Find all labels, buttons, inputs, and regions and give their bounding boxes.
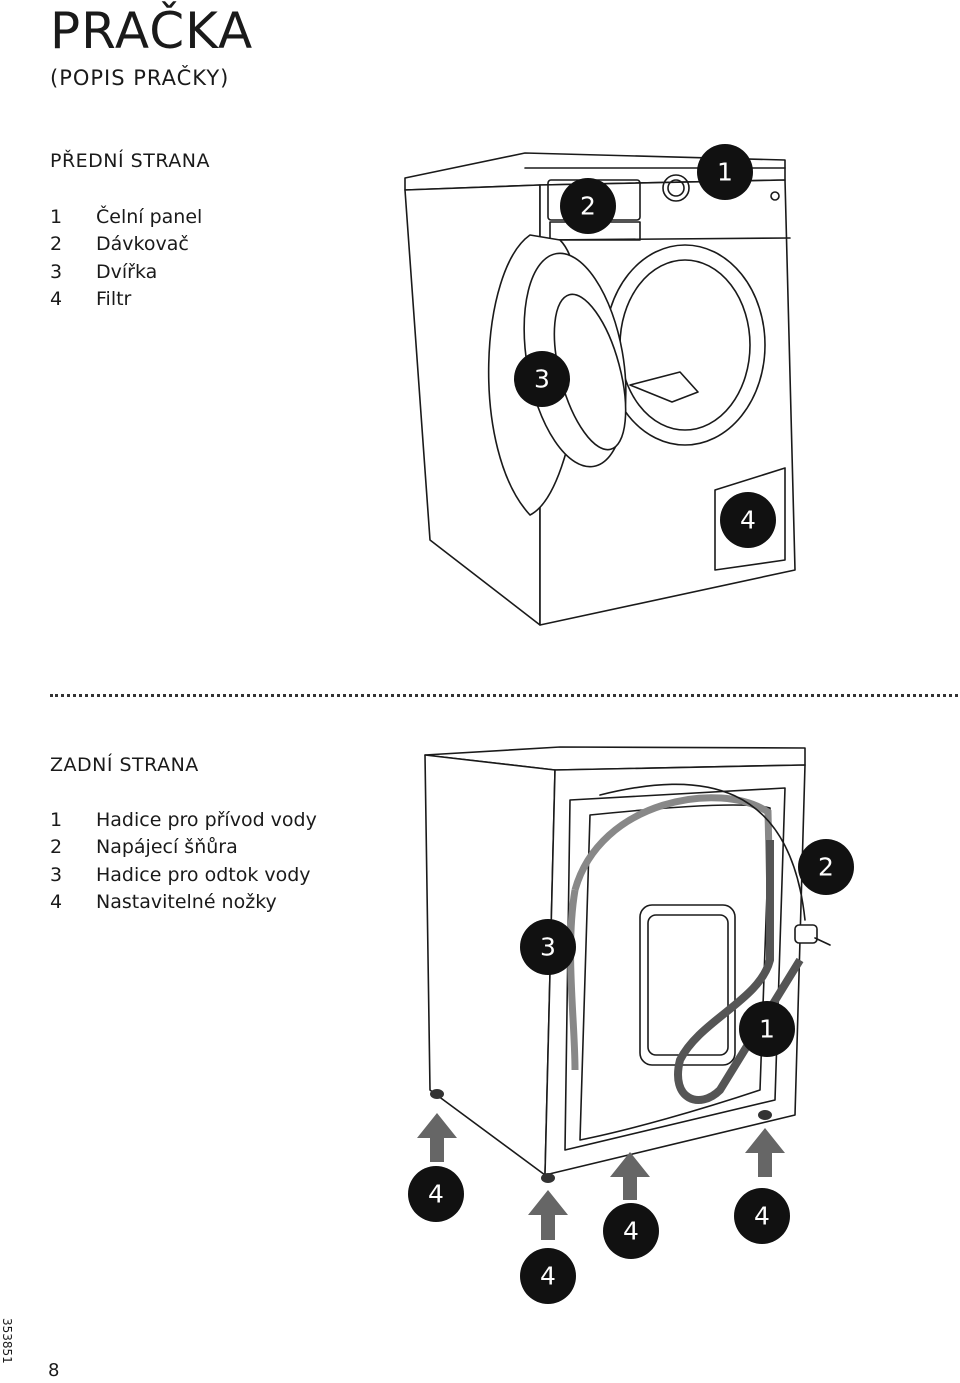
item-number: 1 — [50, 205, 63, 228]
callout-badge: 4 — [408, 1166, 464, 1222]
up-arrow-icon — [417, 1113, 457, 1162]
callout-number: 3 — [534, 365, 550, 394]
page-subtitle: (POPIS PRAČKY) — [50, 66, 230, 90]
up-arrow-icon — [745, 1128, 785, 1177]
item-number: 3 — [50, 260, 63, 283]
up-arrow-icon — [610, 1152, 650, 1200]
item-label: Nastavitelné nožky — [96, 891, 277, 914]
callout-number: 4 — [540, 1262, 556, 1291]
callout-number: 1 — [759, 1015, 775, 1044]
callout-badge: 4 — [720, 492, 776, 548]
item-number: 3 — [50, 863, 63, 886]
item-number: 4 — [50, 288, 63, 311]
item-number: 2 — [50, 836, 63, 859]
item-label: Dávkovač — [96, 233, 189, 256]
item-number: 2 — [50, 233, 63, 256]
page-title: PRAČKA — [50, 2, 254, 60]
item-label: Čelní panel — [96, 205, 203, 228]
front-washer-illustration: 1 2 3 4 — [404, 144, 796, 626]
callout-number: 2 — [818, 853, 834, 882]
callout-badge: 2 — [798, 839, 854, 895]
section-divider — [50, 694, 958, 697]
list-item: 1 Čelní panel — [50, 203, 202, 231]
list-item: 1 Hadice pro přívod vody — [50, 806, 317, 834]
callout-number: 4 — [754, 1202, 770, 1231]
up-arrow-icon — [528, 1190, 568, 1240]
callout-badge: 4 — [734, 1188, 790, 1244]
item-label: Napájecí šňůra — [96, 836, 238, 859]
callout-badge: 4 — [603, 1203, 659, 1259]
callout-number: 4 — [428, 1180, 444, 1209]
item-number: 4 — [50, 891, 63, 914]
back-washer-illustration: 2 3 1 4 4 4 4 — [408, 746, 854, 1304]
list-item: 2 Dávkovač — [50, 231, 202, 259]
back-heading: ZADNÍ STRANA — [50, 754, 199, 776]
callout-badge: 1 — [697, 144, 753, 200]
callout-badge: 1 — [739, 1001, 795, 1057]
list-item: 3 Dvířka — [50, 258, 202, 286]
list-item: 4 Nastavitelné nožky — [50, 889, 317, 917]
callout-badge: 3 — [520, 919, 576, 975]
page-number: 8 — [48, 1360, 60, 1381]
item-label: Hadice pro přívod vody — [96, 808, 317, 831]
item-label: Dvířka — [96, 260, 158, 283]
list-item: 3 Hadice pro odtok vody — [50, 861, 317, 889]
list-item: 4 Filtr — [50, 286, 202, 314]
callout-number: 1 — [717, 158, 733, 187]
callout-number: 2 — [580, 192, 596, 221]
front-parts-list: 1 Čelní panel 2 Dávkovač 3 Dvířka 4 Filtr — [50, 203, 202, 313]
callout-badge: 3 — [514, 351, 570, 407]
front-heading: PŘEDNÍ STRANA — [50, 150, 210, 172]
callout-number: 4 — [740, 506, 756, 535]
item-number: 1 — [50, 808, 63, 831]
callout-badge: 2 — [560, 178, 616, 234]
item-label: Hadice pro odtok vody — [96, 863, 311, 886]
callout-number: 4 — [623, 1217, 639, 1246]
callout-badge: 4 — [520, 1248, 576, 1304]
item-label: Filtr — [96, 288, 132, 311]
list-item: 2 Napájecí šňůra — [50, 834, 317, 862]
document-code: 353851 — [0, 1318, 14, 1364]
callout-number: 3 — [540, 933, 556, 962]
